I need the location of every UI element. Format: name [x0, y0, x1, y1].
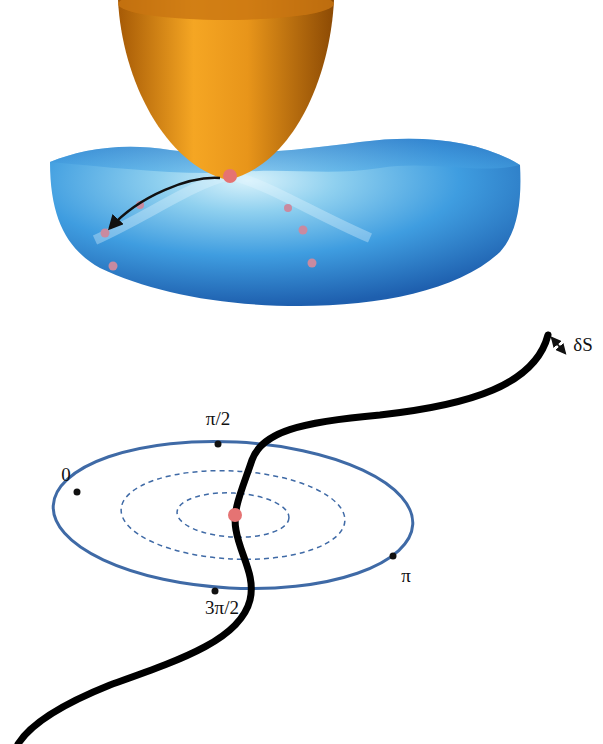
phase-dots [74, 441, 397, 595]
surface-highlight [95, 175, 370, 240]
vacuum-dot [223, 169, 237, 183]
paraboloid-top [118, 0, 334, 20]
phase-label: 3π/2 [205, 598, 239, 617]
width-label: δS [573, 335, 593, 354]
roll-arrow [110, 178, 220, 228]
phase-label: 0 [61, 465, 71, 484]
contours [49, 433, 416, 598]
paraboloid [118, 0, 334, 180]
phase-label: π [401, 566, 411, 585]
vortex-string [18, 335, 548, 744]
trough-dots [101, 201, 317, 271]
phase-label: π/2 [206, 409, 230, 428]
core-dot [228, 508, 242, 522]
potential-surface [50, 139, 520, 306]
surface-rim [50, 139, 520, 173]
width-arrow [552, 338, 565, 353]
